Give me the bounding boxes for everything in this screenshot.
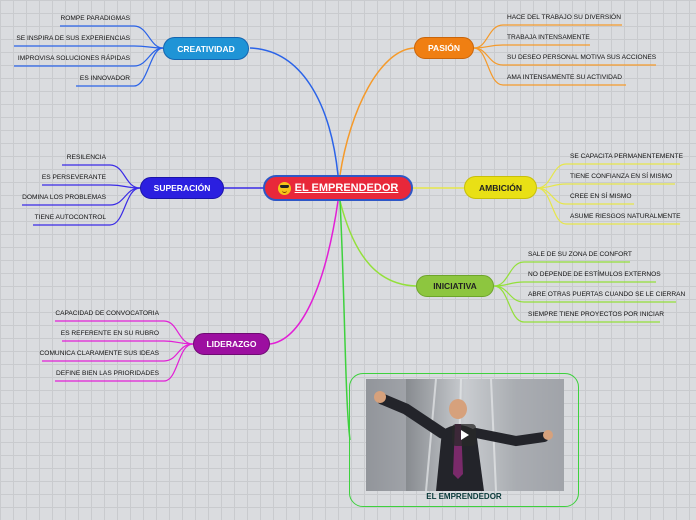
- video-caption: EL EMPRENDEDOR: [426, 492, 502, 501]
- branch-pasion-label: PASIÓN: [428, 43, 460, 53]
- leaf-iniciativa-3[interactable]: ABRE OTRAS PUERTAS CUANDO SE LE CIERRAN: [528, 291, 686, 298]
- sunglasses-face-icon: [277, 181, 291, 195]
- leaf-liderazgo-1[interactable]: CAPACIDAD DE CONVOCATORIA: [55, 310, 159, 317]
- video-thumbnail[interactable]: [366, 379, 564, 491]
- central-topic-label: EL EMPRENDEDOR: [294, 182, 399, 194]
- video-attachment-frame: [349, 373, 579, 507]
- branch-ambicion[interactable]: AMBICIÓN: [464, 176, 537, 199]
- leaf-liderazgo-3[interactable]: COMUNICA CLARAMENTE SUS IDEAS: [39, 350, 159, 357]
- leaf-liderazgo-2[interactable]: ES REFERENTE EN SU RUBRO: [60, 330, 159, 337]
- branch-pasion[interactable]: PASIÓN: [414, 37, 474, 59]
- leaf-superacion-1[interactable]: RESILENCIA: [66, 154, 106, 161]
- leaf-iniciativa-2[interactable]: NO DEPENDE DE ESTÍMULOS EXTERNOS: [528, 271, 661, 278]
- leaf-ambicion-1[interactable]: SE CAPACITA PERMANENTEMENTE: [570, 153, 683, 160]
- leaf-pasion-1[interactable]: HACE DEL TRABAJO SU DIVERSIÓN: [507, 14, 621, 21]
- leaf-pasion-3[interactable]: SU DESEO PERSONAL MOTIVA SUS ACCIONES: [507, 54, 657, 61]
- branch-creatividad[interactable]: CREATIVIDAD: [163, 37, 249, 60]
- branch-creatividad-label: CREATIVIDAD: [177, 43, 235, 54]
- branch-superacion-label: SUPERACIÓN: [153, 183, 211, 193]
- branch-iniciativa-label: INICIATIVA: [433, 281, 477, 291]
- leaf-liderazgo-4[interactable]: DEFINE BIEN LAS PRIORIDADES: [56, 370, 159, 377]
- central-topic[interactable]: EL EMPRENDEDOR: [263, 175, 413, 201]
- leaf-creatividad-3[interactable]: IMPROVISA SOLUCIONES RÁPIDAS: [17, 55, 130, 62]
- leaf-pasion-2[interactable]: TRABAJA INTENSAMENTE: [507, 34, 590, 41]
- branch-iniciativa[interactable]: INICIATIVA: [416, 275, 494, 297]
- leaf-pasion-4[interactable]: AMA INTENSAMENTE SU ACTIVIDAD: [507, 74, 623, 81]
- leaf-ambicion-2[interactable]: TIENE CONFIANZA EN SÍ MISMO: [570, 173, 673, 180]
- leaf-ambicion-3[interactable]: CREE EN SÍ MISMO: [570, 193, 632, 200]
- leaf-iniciativa-4[interactable]: SIEMPRE TIENE PROYECTOS POR INICIAR: [528, 311, 665, 318]
- leaf-ambicion-4[interactable]: ASUME RIESGOS NATURALMENTE: [570, 213, 681, 220]
- leaf-superacion-2[interactable]: ES PERSEVERANTE: [41, 174, 106, 181]
- branch-ambicion-label: AMBICIÓN: [479, 182, 522, 193]
- branch-liderazgo-label: LIDERAZGO: [206, 339, 257, 349]
- leaf-creatividad-4[interactable]: ES INNOVADOR: [79, 75, 130, 82]
- leaf-creatividad-2[interactable]: SE INSPIRA DE SUS EXPERIENCIAS: [16, 35, 130, 42]
- leaf-iniciativa-1[interactable]: SALE DE SU ZONA DE CONFORT: [528, 251, 632, 258]
- leaf-superacion-4[interactable]: TIENE AUTOCONTROL: [34, 214, 106, 221]
- leaf-creatividad-1[interactable]: ROMPE PARADIGMAS: [60, 15, 131, 22]
- play-icon[interactable]: [452, 424, 476, 446]
- branch-liderazgo[interactable]: LIDERAZGO: [193, 333, 270, 355]
- branch-superacion[interactable]: SUPERACIÓN: [140, 177, 224, 199]
- leaf-superacion-3[interactable]: DOMINA LOS PROBLEMAS: [22, 194, 106, 201]
- video-thumbnail-image: [366, 379, 564, 491]
